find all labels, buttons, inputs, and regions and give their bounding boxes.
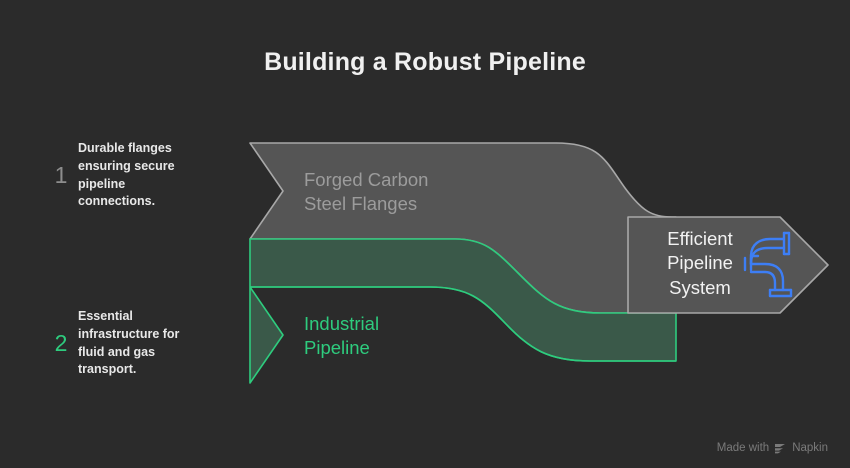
- note-item-2: 2 Essential infrastructure for fluid and…: [44, 308, 186, 379]
- note-item-1: 1 Durable flanges ensuring secure pipeli…: [44, 140, 186, 211]
- watermark: Made with Napkin: [717, 442, 828, 454]
- pipe-icon: [743, 231, 793, 298]
- napkin-logo-icon: [774, 443, 787, 454]
- watermark-prefix: Made with: [716, 442, 770, 454]
- note-number-2: 2: [54, 330, 68, 356]
- note-text-1: Durable flanges ensuring secure pipeline…: [78, 141, 175, 209]
- band-label-forged-carbon-steel-flanges: Forged Carbon Steel Flanges: [304, 169, 429, 215]
- watermark-brand: Napkin: [792, 442, 828, 454]
- note-number-1: 1: [54, 162, 68, 188]
- band-edge-industrial-pipeline-top: [250, 286, 676, 362]
- note-text-2: Essential infrastructure for fluid and g…: [78, 309, 180, 377]
- band-label-industrial-pipeline: Industrial Pipeline: [304, 313, 380, 359]
- result-label: Efficient Pipeline System: [667, 228, 733, 298]
- page-title: Building a Robust Pipeline: [264, 48, 586, 76]
